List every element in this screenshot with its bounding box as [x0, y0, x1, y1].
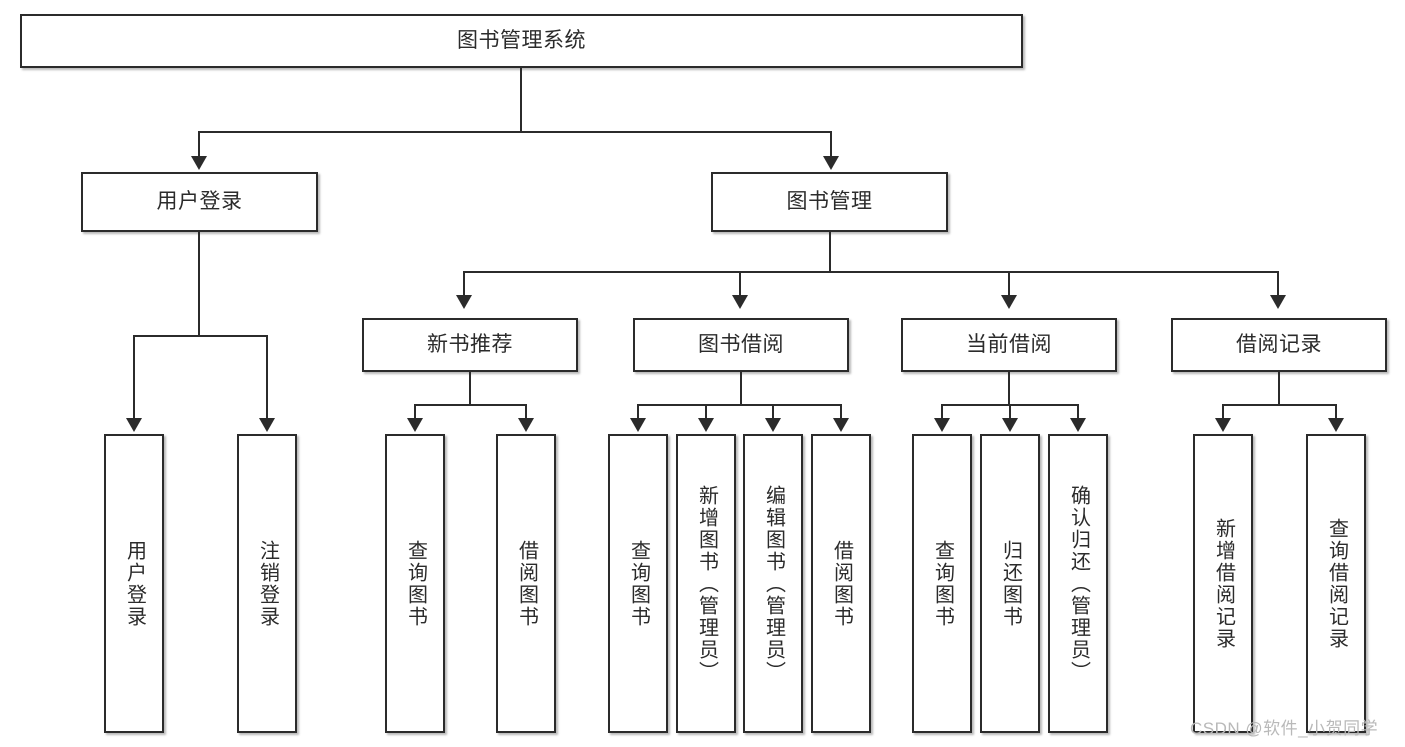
connector-borrow-record-bus — [1222, 404, 1337, 406]
connector-root-to-book-mgmt — [830, 131, 832, 157]
connector-book-borrow-drop-1 — [637, 404, 639, 419]
connector-book-borrow-drop-3 — [772, 404, 774, 419]
connector-new-book-drop-1 — [414, 404, 416, 419]
connector-book-mgmt-bus — [463, 271, 1279, 273]
arrow-book-borrow-leaf-2 — [698, 418, 714, 432]
connector-book-mgmt-drop-4 — [1277, 271, 1279, 296]
arrow-borrow-record-leaf-2 — [1328, 418, 1344, 432]
connector-borrow-record-drop-1 — [1222, 404, 1224, 419]
leaf-label: 归还图书 — [999, 539, 1022, 628]
leaf-new-book-1[interactable]: 查询图书 — [385, 434, 445, 733]
leaf-label: 确认归还（管理员） — [1067, 484, 1090, 683]
node-user-login[interactable]: 用户登录 — [81, 172, 318, 232]
connector-user-login-bus — [133, 335, 268, 337]
leaf-current-borrow-1[interactable]: 查询图书 — [912, 434, 972, 733]
leaf-current-borrow-2[interactable]: 归还图书 — [980, 434, 1040, 733]
node-book-borrow[interactable]: 图书借阅 — [633, 318, 849, 372]
leaf-label: 注销登录 — [256, 539, 279, 628]
arrow-book-mgmt-to-current-borrow — [1001, 295, 1017, 309]
arrow-new-book-leaf-2 — [518, 418, 534, 432]
connector-book-borrow-stem — [740, 372, 742, 405]
node-label: 图书借阅 — [698, 332, 784, 356]
node-label: 当前借阅 — [966, 332, 1052, 356]
connector-borrow-record-drop-2 — [1335, 404, 1337, 419]
node-label: 借阅记录 — [1236, 332, 1322, 356]
leaf-label: 新增图书（管理员） — [695, 484, 718, 683]
connector-current-borrow-drop-2 — [1009, 404, 1011, 419]
leaf-label: 新增借阅记录 — [1212, 517, 1235, 650]
arrow-book-mgmt-to-borrow-record — [1270, 295, 1286, 309]
connector-user-login-stem — [198, 232, 200, 336]
arrow-current-borrow-leaf-1 — [934, 418, 950, 432]
arrow-current-borrow-leaf-3 — [1070, 418, 1086, 432]
connector-user-login-drop-1 — [133, 335, 135, 419]
node-label: 图书管理 — [786, 189, 873, 213]
leaf-label: 查询图书 — [404, 539, 427, 628]
connector-new-book-stem — [469, 372, 471, 405]
connector-book-mgmt-stem — [829, 232, 831, 272]
leaf-book-borrow-2[interactable]: 新增图书（管理员） — [676, 434, 736, 733]
connector-borrow-record-stem — [1278, 372, 1280, 405]
leaf-current-borrow-3[interactable]: 确认归还（管理员） — [1048, 434, 1108, 733]
arrow-book-borrow-leaf-1 — [630, 418, 646, 432]
node-label: 新书推荐 — [427, 332, 513, 356]
connector-root-stem — [520, 68, 522, 132]
arrow-book-mgmt-to-book-borrow — [732, 295, 748, 309]
leaf-new-book-2[interactable]: 借阅图书 — [496, 434, 556, 733]
leaf-book-borrow-3[interactable]: 编辑图书（管理员） — [743, 434, 803, 733]
node-label: 图书管理系统 — [457, 28, 586, 52]
arrow-borrow-record-leaf-1 — [1215, 418, 1231, 432]
leaf-label: 借阅图书 — [830, 539, 853, 628]
leaf-borrow-record-1[interactable]: 新增借阅记录 — [1193, 434, 1253, 733]
node-label: 用户登录 — [156, 189, 243, 213]
arrow-book-borrow-leaf-3 — [765, 418, 781, 432]
watermark-csdn: CSDN @软件_小贺同学 — [1190, 719, 1379, 738]
leaf-borrow-record-2[interactable]: 查询借阅记录 — [1306, 434, 1366, 733]
leaf-label: 查询图书 — [627, 539, 650, 628]
node-borrow-record[interactable]: 借阅记录 — [1171, 318, 1387, 372]
connector-book-mgmt-drop-2 — [739, 271, 741, 296]
node-new-book-recommend[interactable]: 新书推荐 — [362, 318, 578, 372]
connector-root-to-user-login — [198, 131, 200, 157]
connector-book-mgmt-drop-3 — [1008, 271, 1010, 296]
node-current-borrow[interactable]: 当前借阅 — [901, 318, 1117, 372]
leaf-user-login-1[interactable]: 用户登录 — [104, 434, 164, 733]
arrow-root-to-user-login — [191, 156, 207, 170]
leaf-book-borrow-1[interactable]: 查询图书 — [608, 434, 668, 733]
connector-root-bus — [198, 131, 832, 133]
connector-user-login-drop-2 — [266, 335, 268, 419]
connector-book-mgmt-drop-1 — [463, 271, 465, 296]
connector-book-borrow-drop-2 — [705, 404, 707, 419]
leaf-label: 查询图书 — [931, 539, 954, 628]
connector-book-borrow-drop-4 — [840, 404, 842, 419]
connector-new-book-drop-2 — [525, 404, 527, 419]
leaf-label: 用户登录 — [123, 539, 146, 628]
node-book-management[interactable]: 图书管理 — [711, 172, 948, 232]
leaf-user-login-2[interactable]: 注销登录 — [237, 434, 297, 733]
connector-current-borrow-drop-3 — [1077, 404, 1079, 419]
arrow-book-mgmt-to-new-book — [456, 295, 472, 309]
connector-book-borrow-bus — [637, 404, 842, 406]
connector-current-borrow-stem — [1008, 372, 1010, 405]
connector-new-book-bus — [414, 404, 527, 406]
arrow-book-borrow-leaf-4 — [833, 418, 849, 432]
arrow-new-book-leaf-1 — [407, 418, 423, 432]
arrow-root-to-book-mgmt — [823, 156, 839, 170]
leaf-book-borrow-4[interactable]: 借阅图书 — [811, 434, 871, 733]
arrow-user-login-leaf-1 — [126, 418, 142, 432]
arrow-user-login-leaf-2 — [259, 418, 275, 432]
connector-current-borrow-drop-1 — [941, 404, 943, 419]
leaf-label: 查询借阅记录 — [1325, 517, 1348, 650]
leaf-label: 借阅图书 — [515, 539, 538, 628]
arrow-current-borrow-leaf-2 — [1002, 418, 1018, 432]
node-root-system[interactable]: 图书管理系统 — [20, 14, 1023, 68]
leaf-label: 编辑图书（管理员） — [762, 484, 785, 683]
